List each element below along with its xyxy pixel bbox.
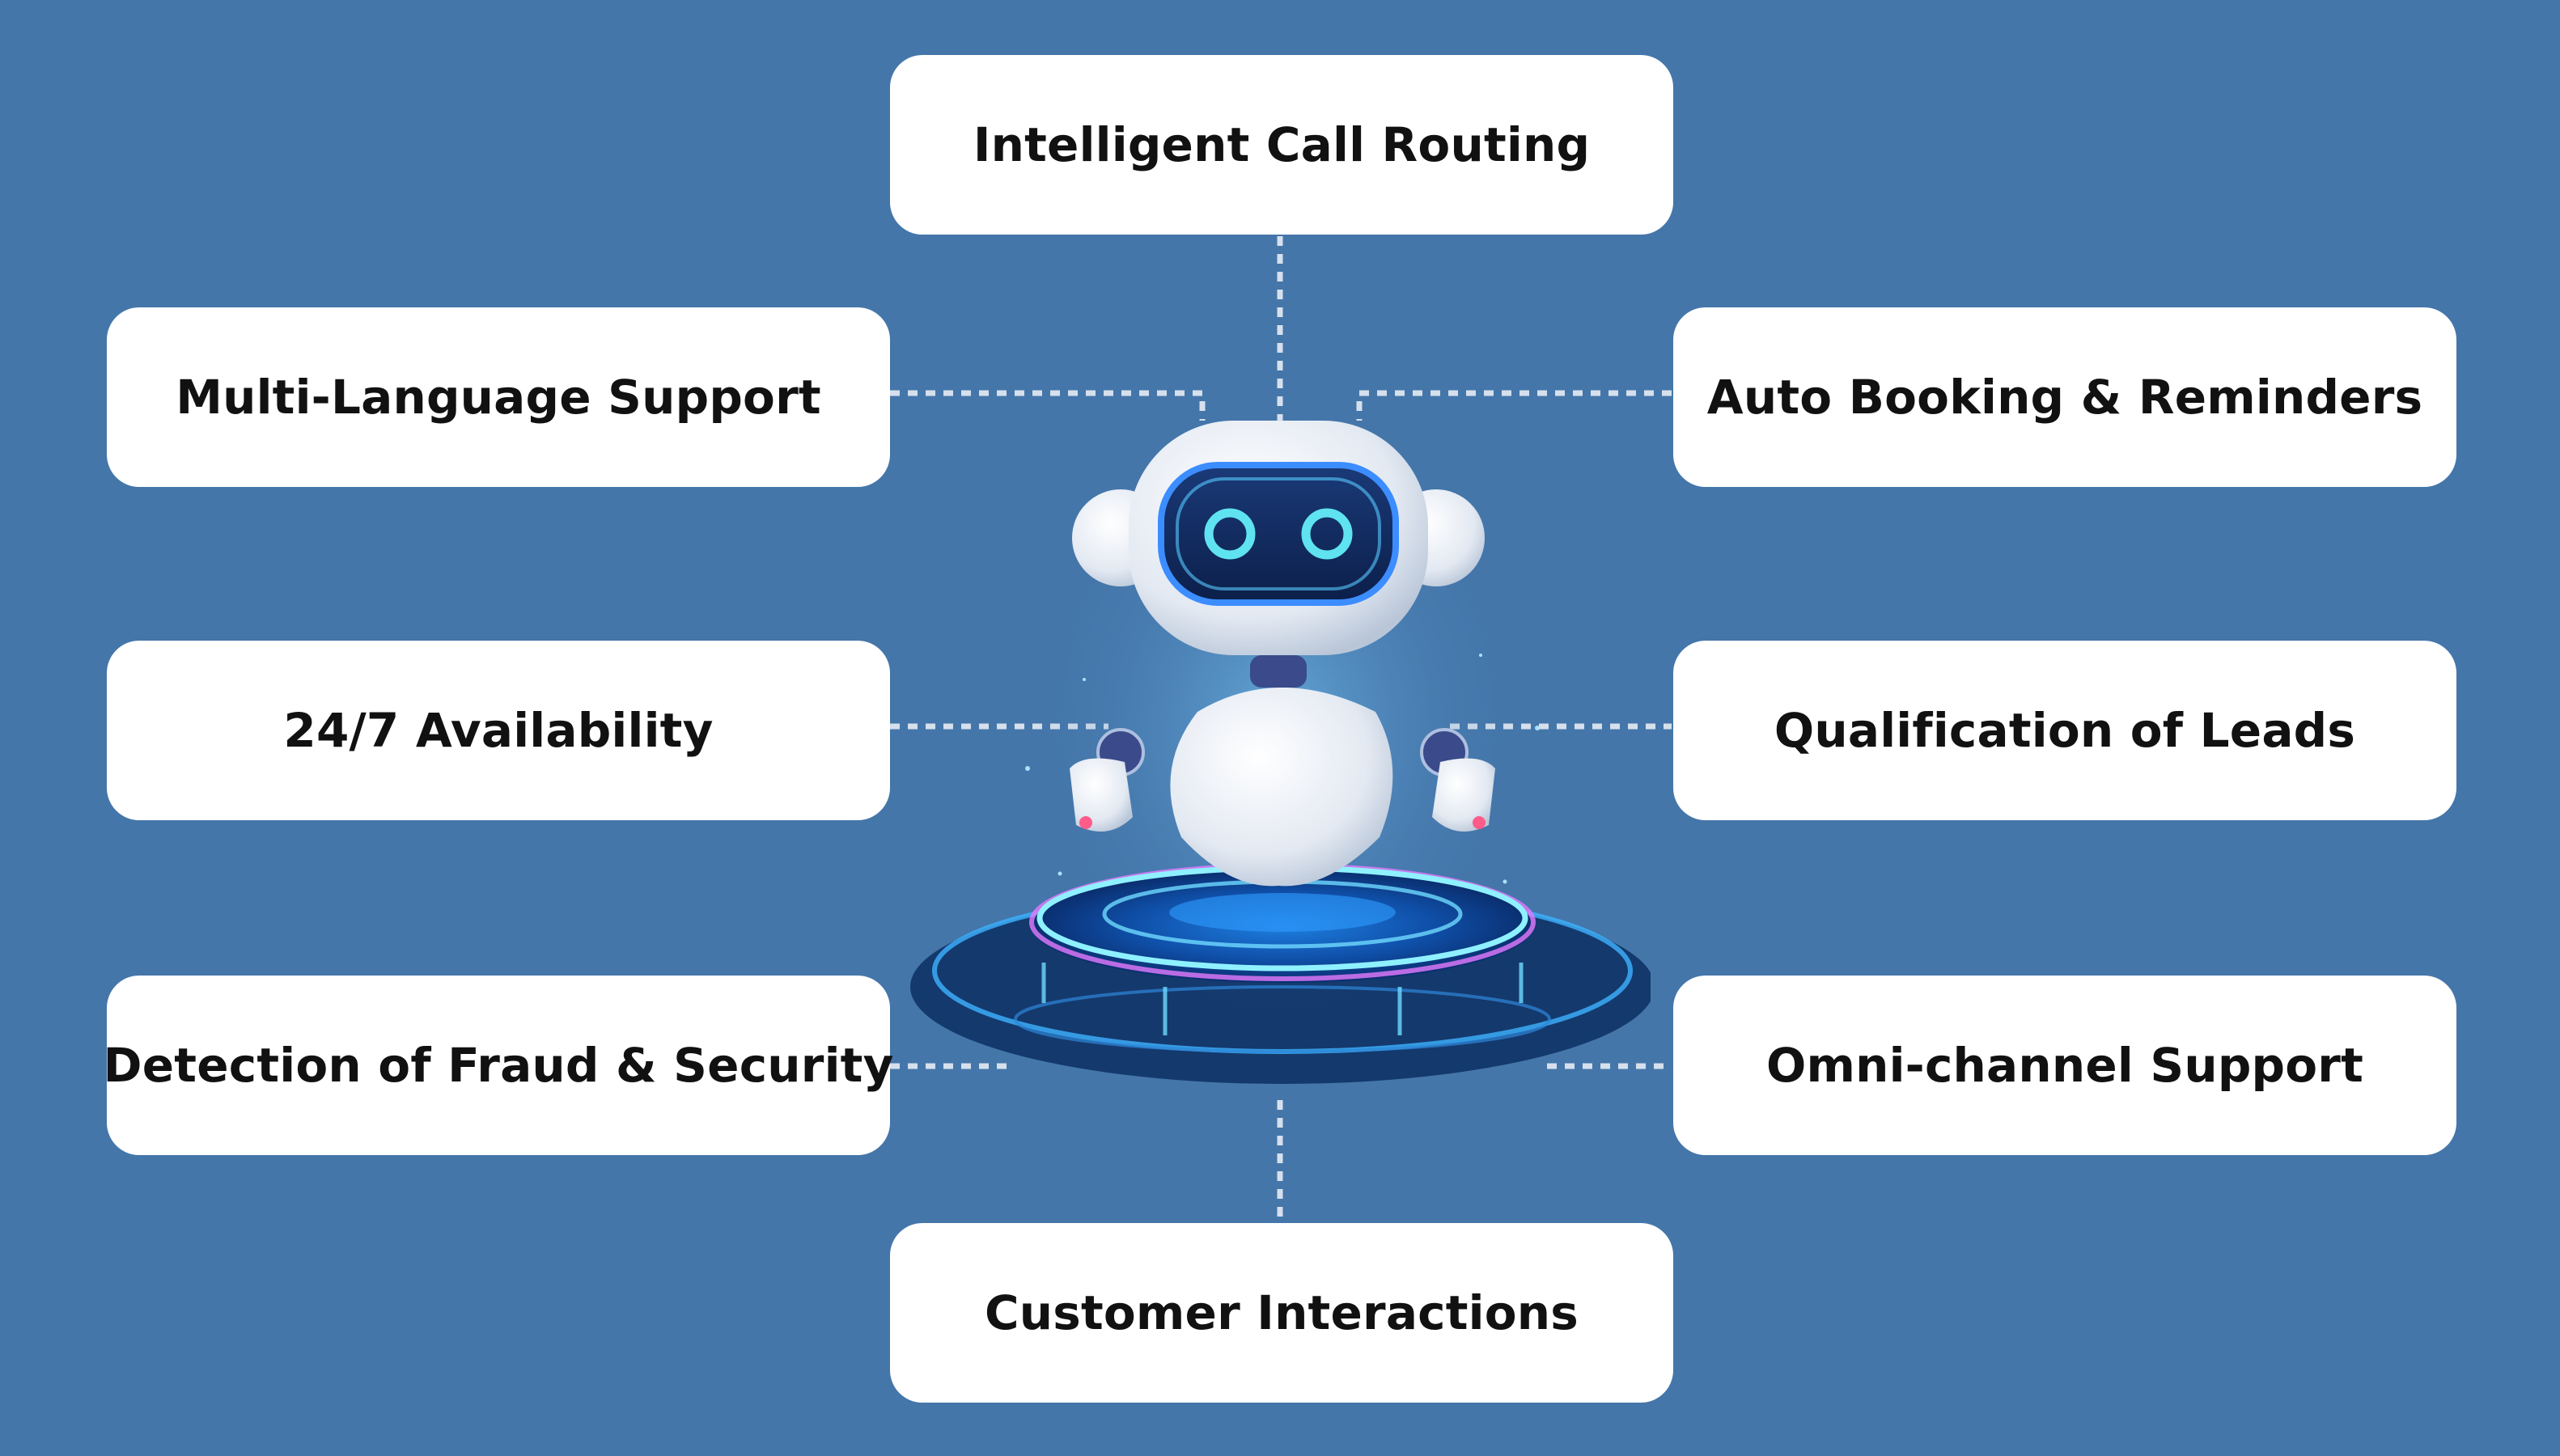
feature-box-bottom: Customer Interactions <box>890 1223 1673 1403</box>
robot-illustration <box>841 388 1655 1116</box>
feature-label: Multi-Language Support <box>176 370 821 425</box>
robot-neck <box>1250 655 1307 688</box>
robot-body <box>1170 688 1393 887</box>
robot-head <box>1072 421 1485 655</box>
feature-label: Detection of Fraud & Security <box>103 1038 894 1093</box>
robot-eye-left <box>1204 508 1256 560</box>
hologram-platform-icon <box>910 863 1655 1084</box>
feature-box-right-1: Auto Booking & Reminders <box>1673 307 2456 487</box>
robot-icon <box>910 421 1655 1084</box>
feature-box-right-3: Omni-channel Support <box>1673 976 2456 1155</box>
feature-label: Omni-channel Support <box>1765 1038 2364 1093</box>
feature-box-left-3: Detection of Fraud & Security <box>103 976 893 1155</box>
sparkles <box>1025 654 1540 884</box>
robot-eye-right <box>1301 508 1353 560</box>
robot-arm-left <box>1070 728 1145 832</box>
feature-label: Intelligent Call Routing <box>973 117 1591 172</box>
feature-label: 24/7 Availability <box>283 703 714 758</box>
feature-box-top: Intelligent Call Routing <box>890 55 1673 235</box>
feature-label: Customer Interactions <box>984 1285 1579 1340</box>
connector-right-1 <box>1356 390 1672 421</box>
feature-label: Qualification of Leads <box>1774 703 2356 758</box>
robot-visor <box>1158 462 1399 606</box>
feature-box-left-2: 24/7 Availability <box>107 641 890 820</box>
robot-arm-right <box>1420 728 1495 832</box>
feature-box-left-1: Multi-Language Support <box>107 307 890 487</box>
feature-label: Auto Booking & Reminders <box>1706 370 2423 425</box>
connector-left-1 <box>890 390 1206 421</box>
feature-box-right-2: Qualification of Leads <box>1673 641 2456 820</box>
